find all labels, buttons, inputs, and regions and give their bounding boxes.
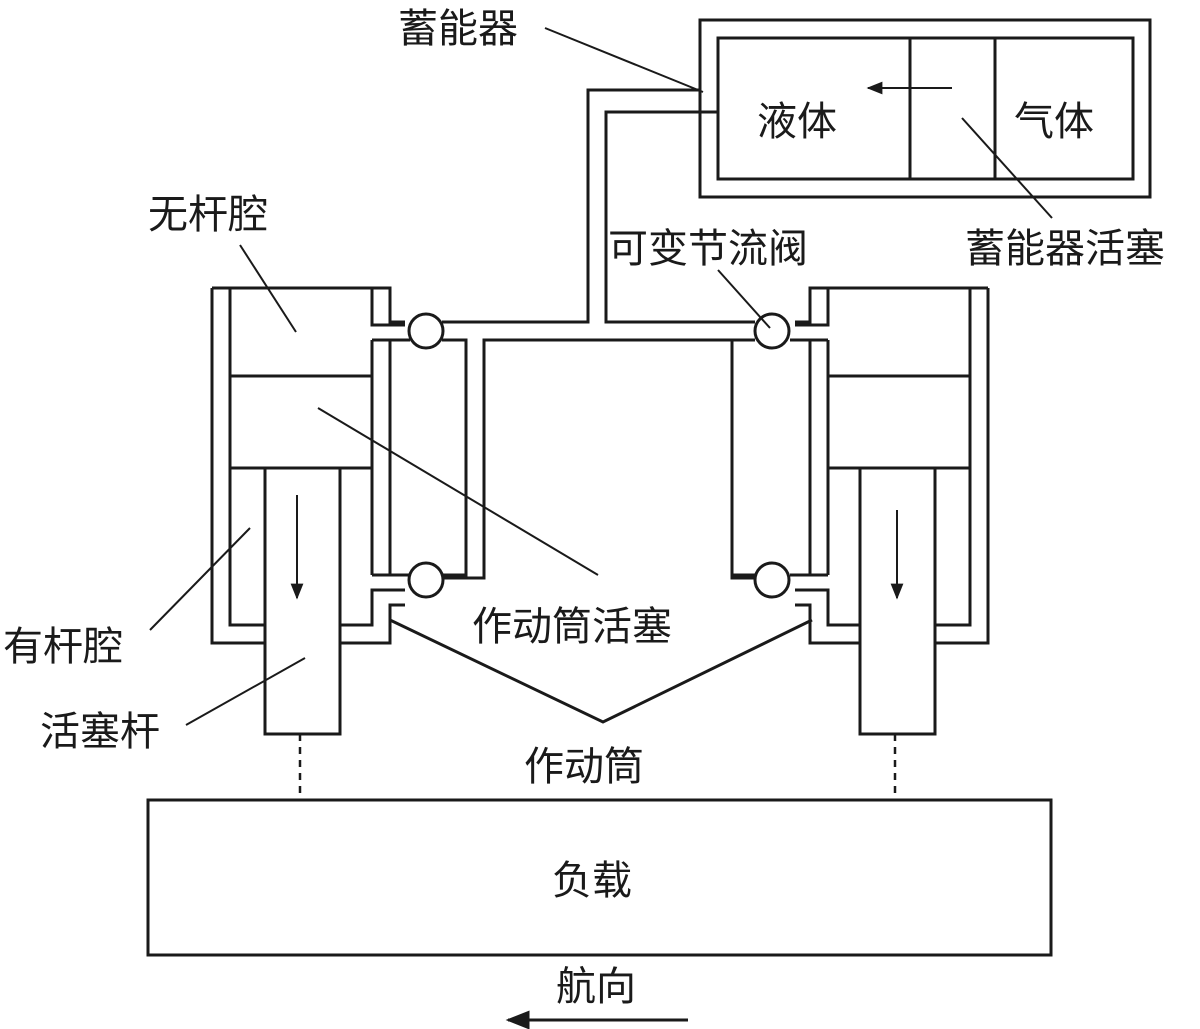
- right-cyl-inner-bottom: [795, 588, 860, 627]
- left-cyl-inner-top: [370, 288, 405, 327]
- label-piston-rod: 活塞杆: [40, 709, 160, 755]
- leader-accumulator-piston: [961, 117, 1053, 219]
- label-liquid: 液体: [757, 99, 837, 145]
- label-gas: 气体: [1014, 99, 1094, 145]
- actuator-v-link: [389, 618, 813, 724]
- load-block: [146, 798, 1053, 957]
- accumulator-inner-wall: [716, 36, 1135, 181]
- right-cyl-top: [795, 286, 988, 324]
- label-load: 负载: [552, 858, 632, 904]
- leader-actuator-piston: [317, 407, 599, 576]
- label-variable-throttle-valve: 可变节流阀: [608, 226, 808, 272]
- right-cyl-right: [935, 288, 990, 645]
- right-actuator: [732, 286, 990, 800]
- label-heading: 航向: [556, 964, 636, 1010]
- right-cyl-inner-top: [795, 288, 830, 327]
- pipe-network: [389, 88, 813, 724]
- right-actuator-piston: [826, 374, 972, 470]
- label-accumulator: 蓄能器: [398, 6, 518, 52]
- left-cyl-inner-bottom: [340, 588, 405, 627]
- left-piston-rod: [263, 466, 342, 736]
- left-lower-valve: [407, 561, 445, 599]
- leader-throttle-valve: [717, 269, 771, 329]
- leader-lines: [149, 27, 1053, 726]
- leader-rod-chamber: [149, 527, 251, 631]
- left-cyl-inner-left: [228, 288, 265, 627]
- right-piston-rod: [858, 466, 937, 736]
- left-actuator: [210, 286, 468, 800]
- accumulator-outer-wall: [698, 18, 1152, 199]
- label-accumulator-piston: 蓄能器活塞: [965, 226, 1165, 272]
- left-cyl-bottom: [340, 603, 405, 645]
- right-bypass-walls: [808, 340, 830, 575]
- right-upper-valve: [753, 312, 791, 350]
- right-cyl-bottom: [795, 603, 860, 645]
- pipe-lower-cross: [442, 338, 755, 580]
- label-actuator-piston: 作动筒活塞: [472, 604, 672, 650]
- left-upper-valve: [407, 312, 445, 350]
- leader-piston-rod: [185, 657, 306, 726]
- left-actuator-piston: [228, 374, 374, 470]
- left-cyl-left: [210, 288, 265, 645]
- label-actuator: 作动筒: [524, 744, 644, 790]
- pipe-inner-to-right: [604, 110, 755, 324]
- label-rodless-chamber: 无杆腔: [148, 192, 268, 238]
- right-bypass-caps: [790, 338, 828, 577]
- leader-rodless-chamber: [239, 244, 297, 333]
- left-bypass-walls: [370, 340, 392, 575]
- left-bypass-caps: [372, 338, 410, 577]
- left-cyl-top: [212, 286, 405, 324]
- pipe-outer-to-left: [442, 88, 700, 324]
- right-lower-valve: [753, 561, 791, 599]
- leader-accumulator: [544, 27, 704, 93]
- label-rod-chamber: 有杆腔: [3, 624, 123, 670]
- right-bypass-loop: [732, 338, 755, 577]
- right-cyl-inner-right: [935, 288, 972, 627]
- left-bypass-loop: [442, 338, 468, 577]
